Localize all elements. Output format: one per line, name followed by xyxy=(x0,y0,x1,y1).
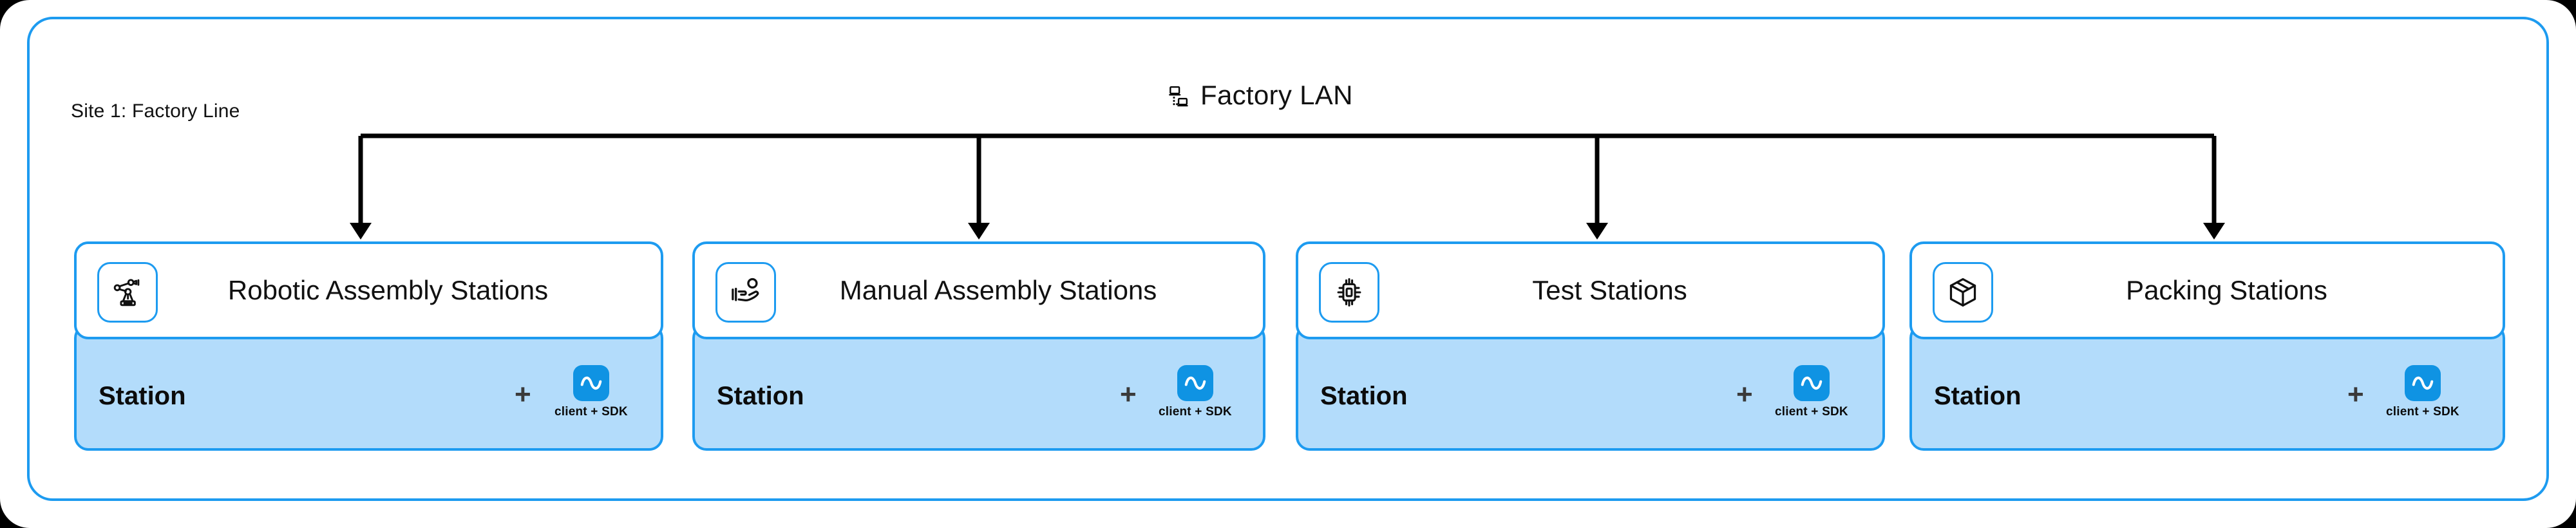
station-card-robotic-assembly[interactable]: Station + client + SDK xyxy=(74,241,663,451)
robot-arm-icon xyxy=(97,262,158,323)
card-header: Test Stations xyxy=(1296,241,1885,339)
card-body: Station + client + SDK xyxy=(1909,324,2505,451)
card-title: Packing Stations xyxy=(2126,275,2327,305)
body-label: Station xyxy=(99,382,186,410)
sdk-caption: client + SDK xyxy=(1775,405,1848,419)
plus-sign: + xyxy=(1120,379,1137,410)
plus-sign: + xyxy=(2347,379,2364,410)
cpu-chip-icon xyxy=(1319,262,1379,323)
network-title-group: Factory LAN xyxy=(1167,80,1353,111)
body-label: Station xyxy=(1934,382,2022,410)
sine-wave-icon xyxy=(1793,365,1830,401)
card-header: Packing Stations xyxy=(1909,241,2505,339)
lan-network-icon xyxy=(1167,86,1189,108)
body-label: Station xyxy=(1320,382,1408,410)
sdk-badge: client + SDK xyxy=(2386,365,2459,419)
sdk-caption: client + SDK xyxy=(554,405,628,419)
card-body: Station + client + SDK xyxy=(74,324,663,451)
sine-wave-icon xyxy=(573,365,609,401)
plus-sign: + xyxy=(1736,379,1753,410)
network-title-label: Factory LAN xyxy=(1200,80,1353,110)
card-title: Test Stations xyxy=(1532,275,1687,305)
body-label: Station xyxy=(717,382,804,410)
sdk-caption: client + SDK xyxy=(2386,405,2459,419)
hand-assembly-icon xyxy=(715,262,776,323)
sdk-badge: client + SDK xyxy=(1775,365,1848,419)
card-body: Station + client + SDK xyxy=(692,324,1265,451)
station-card-manual-assembly[interactable]: Station + client + SDK xyxy=(692,241,1265,451)
card-title: Robotic Assembly Stations xyxy=(227,275,549,305)
plus-sign: + xyxy=(515,379,531,410)
sine-wave-icon xyxy=(2404,365,2441,401)
package-box-icon xyxy=(1933,262,1993,323)
station-card-test[interactable]: Station + client + SDK xyxy=(1296,241,1885,451)
card-body: Station + client + SDK xyxy=(1296,324,1885,451)
card-title: Manual Assembly Stations xyxy=(839,275,1157,305)
sine-wave-icon xyxy=(1177,365,1213,401)
site-label: Site 1: Factory Line xyxy=(71,100,240,122)
sdk-caption: client + SDK xyxy=(1159,405,1232,419)
card-header: Manual Assembly Stations xyxy=(692,241,1265,339)
station-card-packing[interactable]: Station + client + SDK xyxy=(1909,241,2505,451)
card-header: Robotic Assembly Stations xyxy=(74,241,663,339)
site-container xyxy=(27,17,2549,501)
sdk-badge: client + SDK xyxy=(1159,365,1232,419)
sdk-badge: client + SDK xyxy=(554,365,628,419)
